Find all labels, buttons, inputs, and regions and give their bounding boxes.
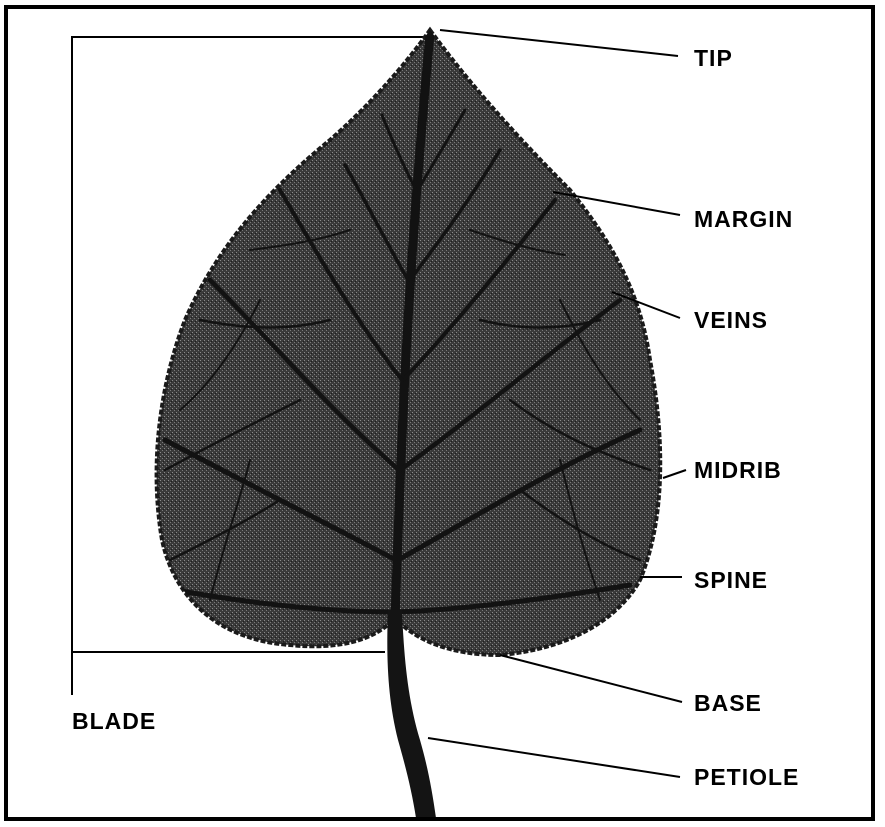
petiole-leader-line — [428, 738, 680, 777]
label-spine: SPINE — [694, 569, 768, 592]
label-midrib: MIDRIB — [694, 459, 782, 482]
label-veins: VEINS — [694, 309, 768, 332]
label-tip: TIP — [694, 47, 733, 70]
base-leader-line — [500, 655, 682, 702]
label-petiole: PETIOLE — [694, 766, 799, 789]
label-margin: MARGIN — [694, 208, 793, 231]
label-base: BASE — [694, 692, 762, 715]
midrib-leader-line — [663, 470, 686, 478]
tip-leader-line — [440, 30, 678, 56]
label-blade: BLADE — [72, 710, 156, 733]
